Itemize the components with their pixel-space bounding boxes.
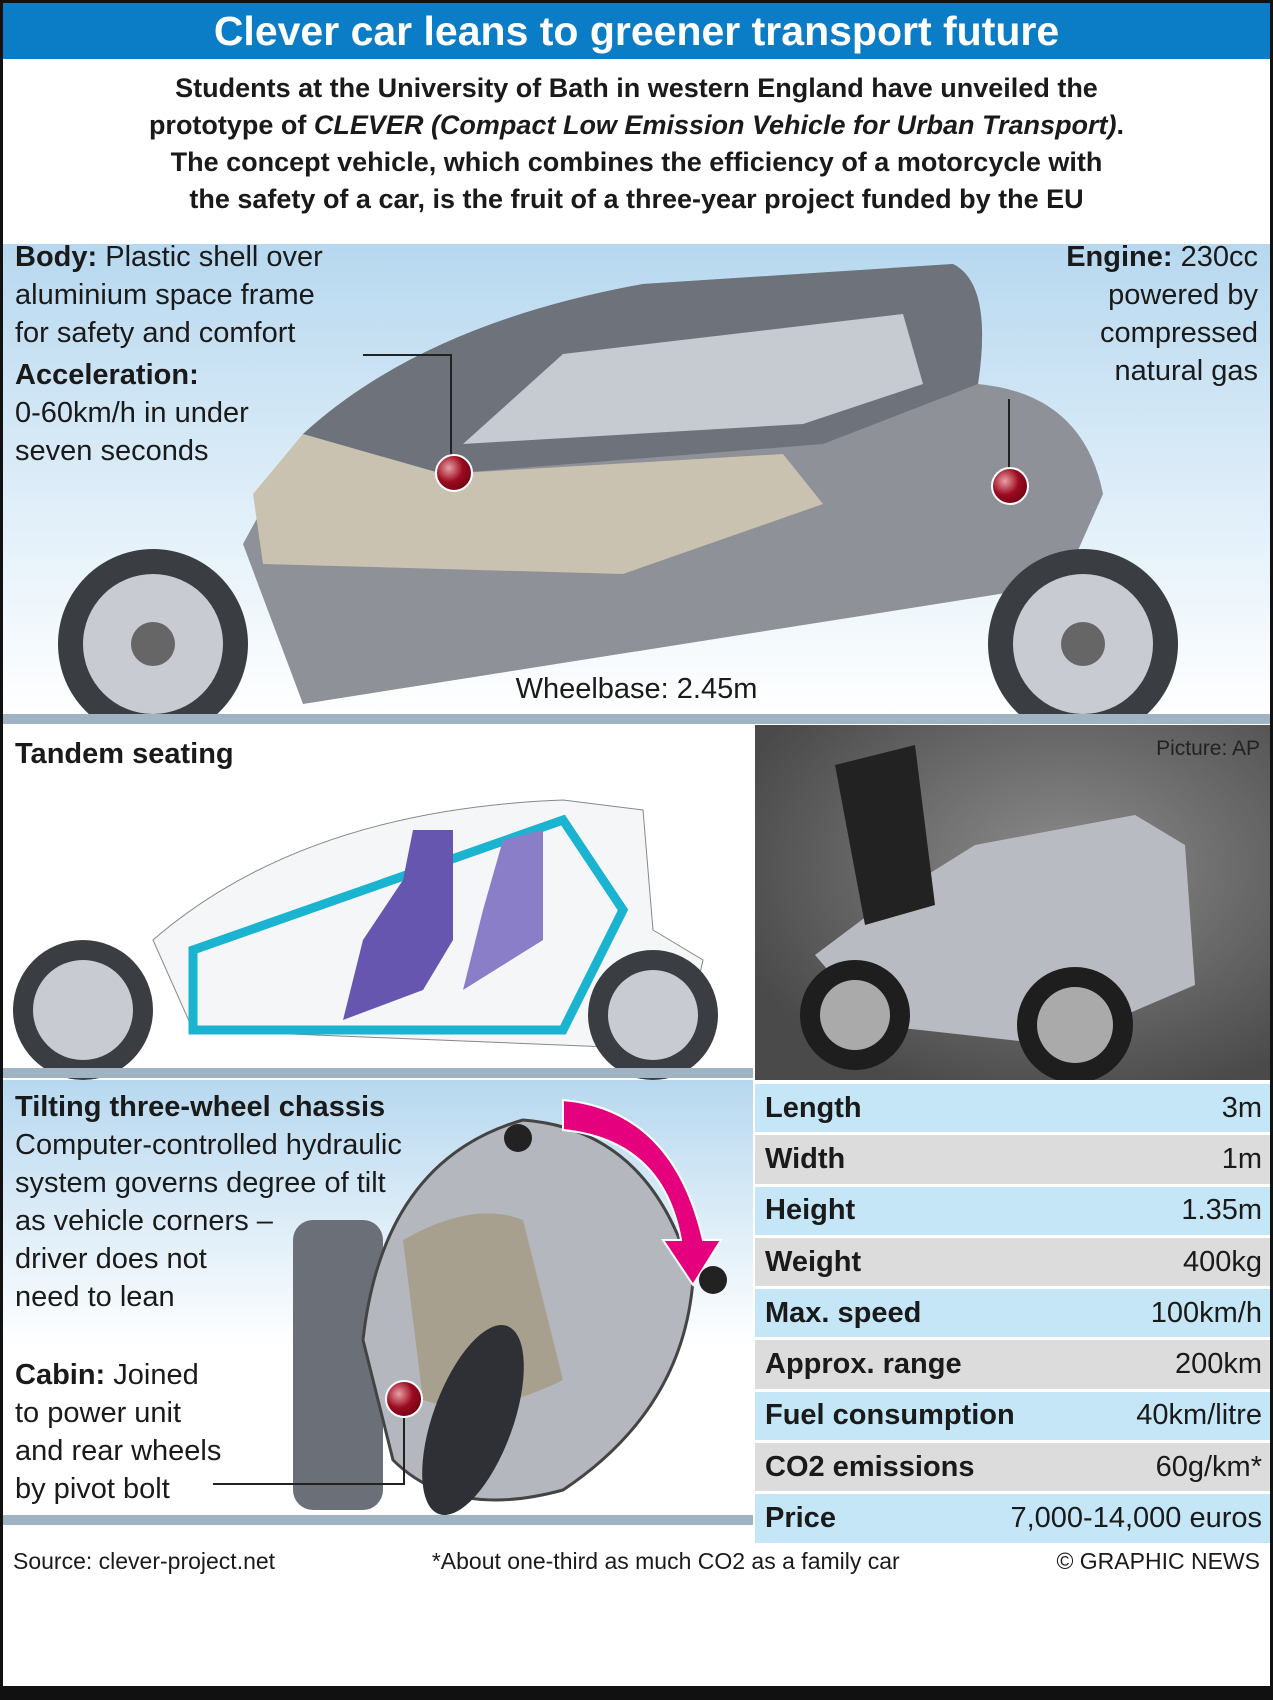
footnote: *About one-third as much CO2 as a family… [431,1548,900,1574]
body-leader [450,354,452,464]
photo-credit: Picture: AP [1156,737,1260,760]
tandem-header-bg [3,725,753,790]
car-side-illustration [58,264,1178,714]
footer: Source: clever-project.net *About one-th… [3,1548,1270,1575]
wheelbase-label: Wheelbase: 2.45m [515,673,758,705]
cabin-leader [213,1483,405,1485]
cabin-leader [403,1410,405,1485]
spec-key: Price [765,1502,836,1535]
spec-value: 1.35m [1181,1194,1262,1227]
spec-key: Height [765,1194,856,1227]
spec-row-max-speed: Max. speed 100km/h [755,1289,1270,1341]
spec-key: Width [765,1142,846,1175]
spec-key: Weight [765,1245,862,1278]
tandem-seating-illustration [13,799,718,1080]
acceleration-text: seven seconds [15,435,209,467]
divider [3,714,1270,724]
cabin-line: Joined [113,1359,199,1391]
spec-value: 7,000-14,000 euros [1010,1502,1262,1535]
intro-text-part: prototype of [148,110,314,140]
cabin-line: by pivot bolt [15,1473,170,1505]
spec-value: 200km [1174,1348,1262,1381]
cabin-label: Cabin: [15,1359,106,1391]
tandem-heading: Tandem seating [15,738,234,770]
intro-text: Students at the University of Bath in we… [3,70,1270,218]
body-label-title: Body: [15,241,98,273]
divider [3,1068,753,1078]
acceleration-title: Acceleration: [15,359,199,391]
engine-leader [1008,399,1010,479]
engine-label: Engine: 230cc powered by compressed natural… [1066,238,1258,390]
engine-text: compressed [1100,317,1258,349]
spec-row-length: Length 3m [755,1084,1270,1136]
body-leader [363,354,451,356]
source-note: Source: clever-project.net [13,1548,276,1574]
copyright: © GRAPHIC NEWS [1056,1548,1260,1574]
spec-value: 1m [1221,1142,1262,1175]
side-view-section: Body: Plastic shell over aluminium space … [3,241,1270,714]
prototype-photo: Picture: AP [755,725,1270,1080]
body-text: for safety and comfort [15,317,296,349]
spec-key: Length [765,1091,862,1124]
spec-row-co2: CO2 emissions 60g/km* [755,1443,1270,1495]
pivot-bolt-dot [385,1380,423,1418]
cabin-line: to power unit [15,1397,182,1429]
tilting-line: as vehicle corners – [15,1205,273,1237]
intro-line: prototype of CLEVER (Compact Low Emissio… [3,107,1270,144]
spec-value: 3m [1221,1091,1262,1124]
intro-line: the safety of a car, is the fruit of a t… [189,184,1084,214]
body-label: Body: Plastic shell over aluminium space … [15,238,323,352]
spec-row-height: Height 1.35m [755,1186,1270,1238]
spec-row-width: Width 1m [755,1135,1270,1187]
spec-row-price: Price 7,000-14,000 euros [755,1494,1270,1546]
tilting-line: driver does not [15,1243,207,1275]
spec-value: 60g/km* [1155,1450,1262,1483]
acceleration-label: Acceleration: 0-60km/h in under seven seco… [15,356,249,470]
intro-text-part: . [1116,110,1125,140]
spec-row-weight: Weight 400kg [755,1237,1270,1290]
cabin-line: and rear wheels [15,1435,222,1467]
tilting-heading: Tilting three-wheel chassis [15,1091,386,1123]
specs-table: Length 3m Width 1m Height 1.35m Weight 400kg… [755,1084,1270,1546]
cabin-text: Cabin: Joined to power unit and rear wheel… [15,1356,221,1508]
tilting-line: system governs degree of tilt [15,1167,386,1199]
spec-key: CO2 emissions [765,1450,975,1483]
engine-marker-dot [991,467,1029,505]
spec-value: 400kg [1182,1245,1262,1278]
engine-text: powered by [1108,279,1258,311]
intro-line: The concept vehicle, which combines the … [170,147,1103,177]
divider [3,1515,753,1525]
spec-key: Max. speed [765,1296,922,1329]
spec-key: Fuel consumption [765,1399,1015,1432]
prototype-car-photo [800,745,1195,1080]
page-title: Clever car leans to greener transport fu… [3,3,1270,59]
tilting-line: need to lean [15,1281,175,1313]
tilting-line: Computer-controlled hydraulic [15,1129,402,1161]
body-marker-dot [435,454,473,492]
spec-row-fuel: Fuel consumption 40km/litre [755,1391,1270,1444]
engine-title: Engine: [1066,241,1173,273]
engine-text: 230cc [1180,241,1258,273]
tilting-chassis-illustration [293,1098,727,1515]
spec-row-range: Approx. range 200km [755,1340,1270,1392]
body-text: aluminium space frame [15,279,315,311]
intro-line: Students at the University of Bath in we… [175,73,1098,103]
body-text: Plastic shell over [105,241,323,273]
acceleration-text: 0-60km/h in under [15,397,249,429]
spec-value: 40km/litre [1136,1399,1262,1432]
clever-acronym: CLEVER (Compact Low Emission Vehicle for… [313,110,1117,140]
spec-key: Approx. range [765,1348,962,1381]
spec-value: 100km/h [1150,1296,1262,1329]
engine-text: natural gas [1114,355,1259,387]
tandem-section [3,790,753,1080]
